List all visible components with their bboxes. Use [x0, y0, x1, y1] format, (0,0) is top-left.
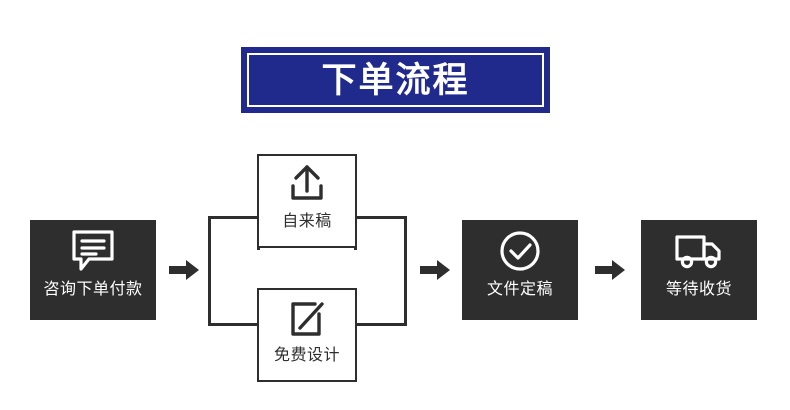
page-title: 下单流程 — [321, 60, 470, 100]
flow-node-delivery[interactable]: 等待收货 — [641, 220, 757, 320]
truck-icon — [641, 220, 757, 282]
arrow-right-icon-3 — [595, 258, 625, 282]
flow-node-self-draft[interactable]: 自来稿 — [257, 154, 357, 248]
banner-inner-border: 下单流程 — [247, 53, 544, 107]
connector-left-bottom — [208, 323, 260, 326]
page-title-banner: 下单流程 — [241, 47, 550, 113]
flow-node-finalize-label: 文件定稿 — [486, 281, 553, 298]
flow-node-consult-label: 咨询下单付款 — [43, 281, 143, 298]
flow-node-consult[interactable]: 咨询下单付款 — [30, 220, 156, 320]
connector-left-top — [208, 216, 260, 219]
connector-right-top — [354, 216, 407, 219]
flow-node-free-design-label: 免费设计 — [273, 347, 340, 364]
connector-right-bottom — [354, 323, 407, 326]
flow-node-finalize[interactable]: 文件定稿 — [462, 220, 578, 320]
flow-node-self-draft-label: 自来稿 — [282, 213, 332, 230]
flow-node-free-design[interactable]: 免费设计 — [257, 288, 357, 382]
arrow-right-icon-2 — [420, 258, 450, 282]
edit-square-icon — [259, 290, 355, 348]
check-circle-icon — [462, 220, 578, 282]
chat-bubble-icon — [30, 220, 156, 282]
connector-right-vertical — [404, 216, 407, 326]
connector-left-vertical — [208, 216, 211, 326]
flow-node-delivery-label: 等待收货 — [665, 281, 732, 298]
upload-icon — [259, 156, 355, 214]
arrow-right-icon-1 — [169, 258, 199, 282]
